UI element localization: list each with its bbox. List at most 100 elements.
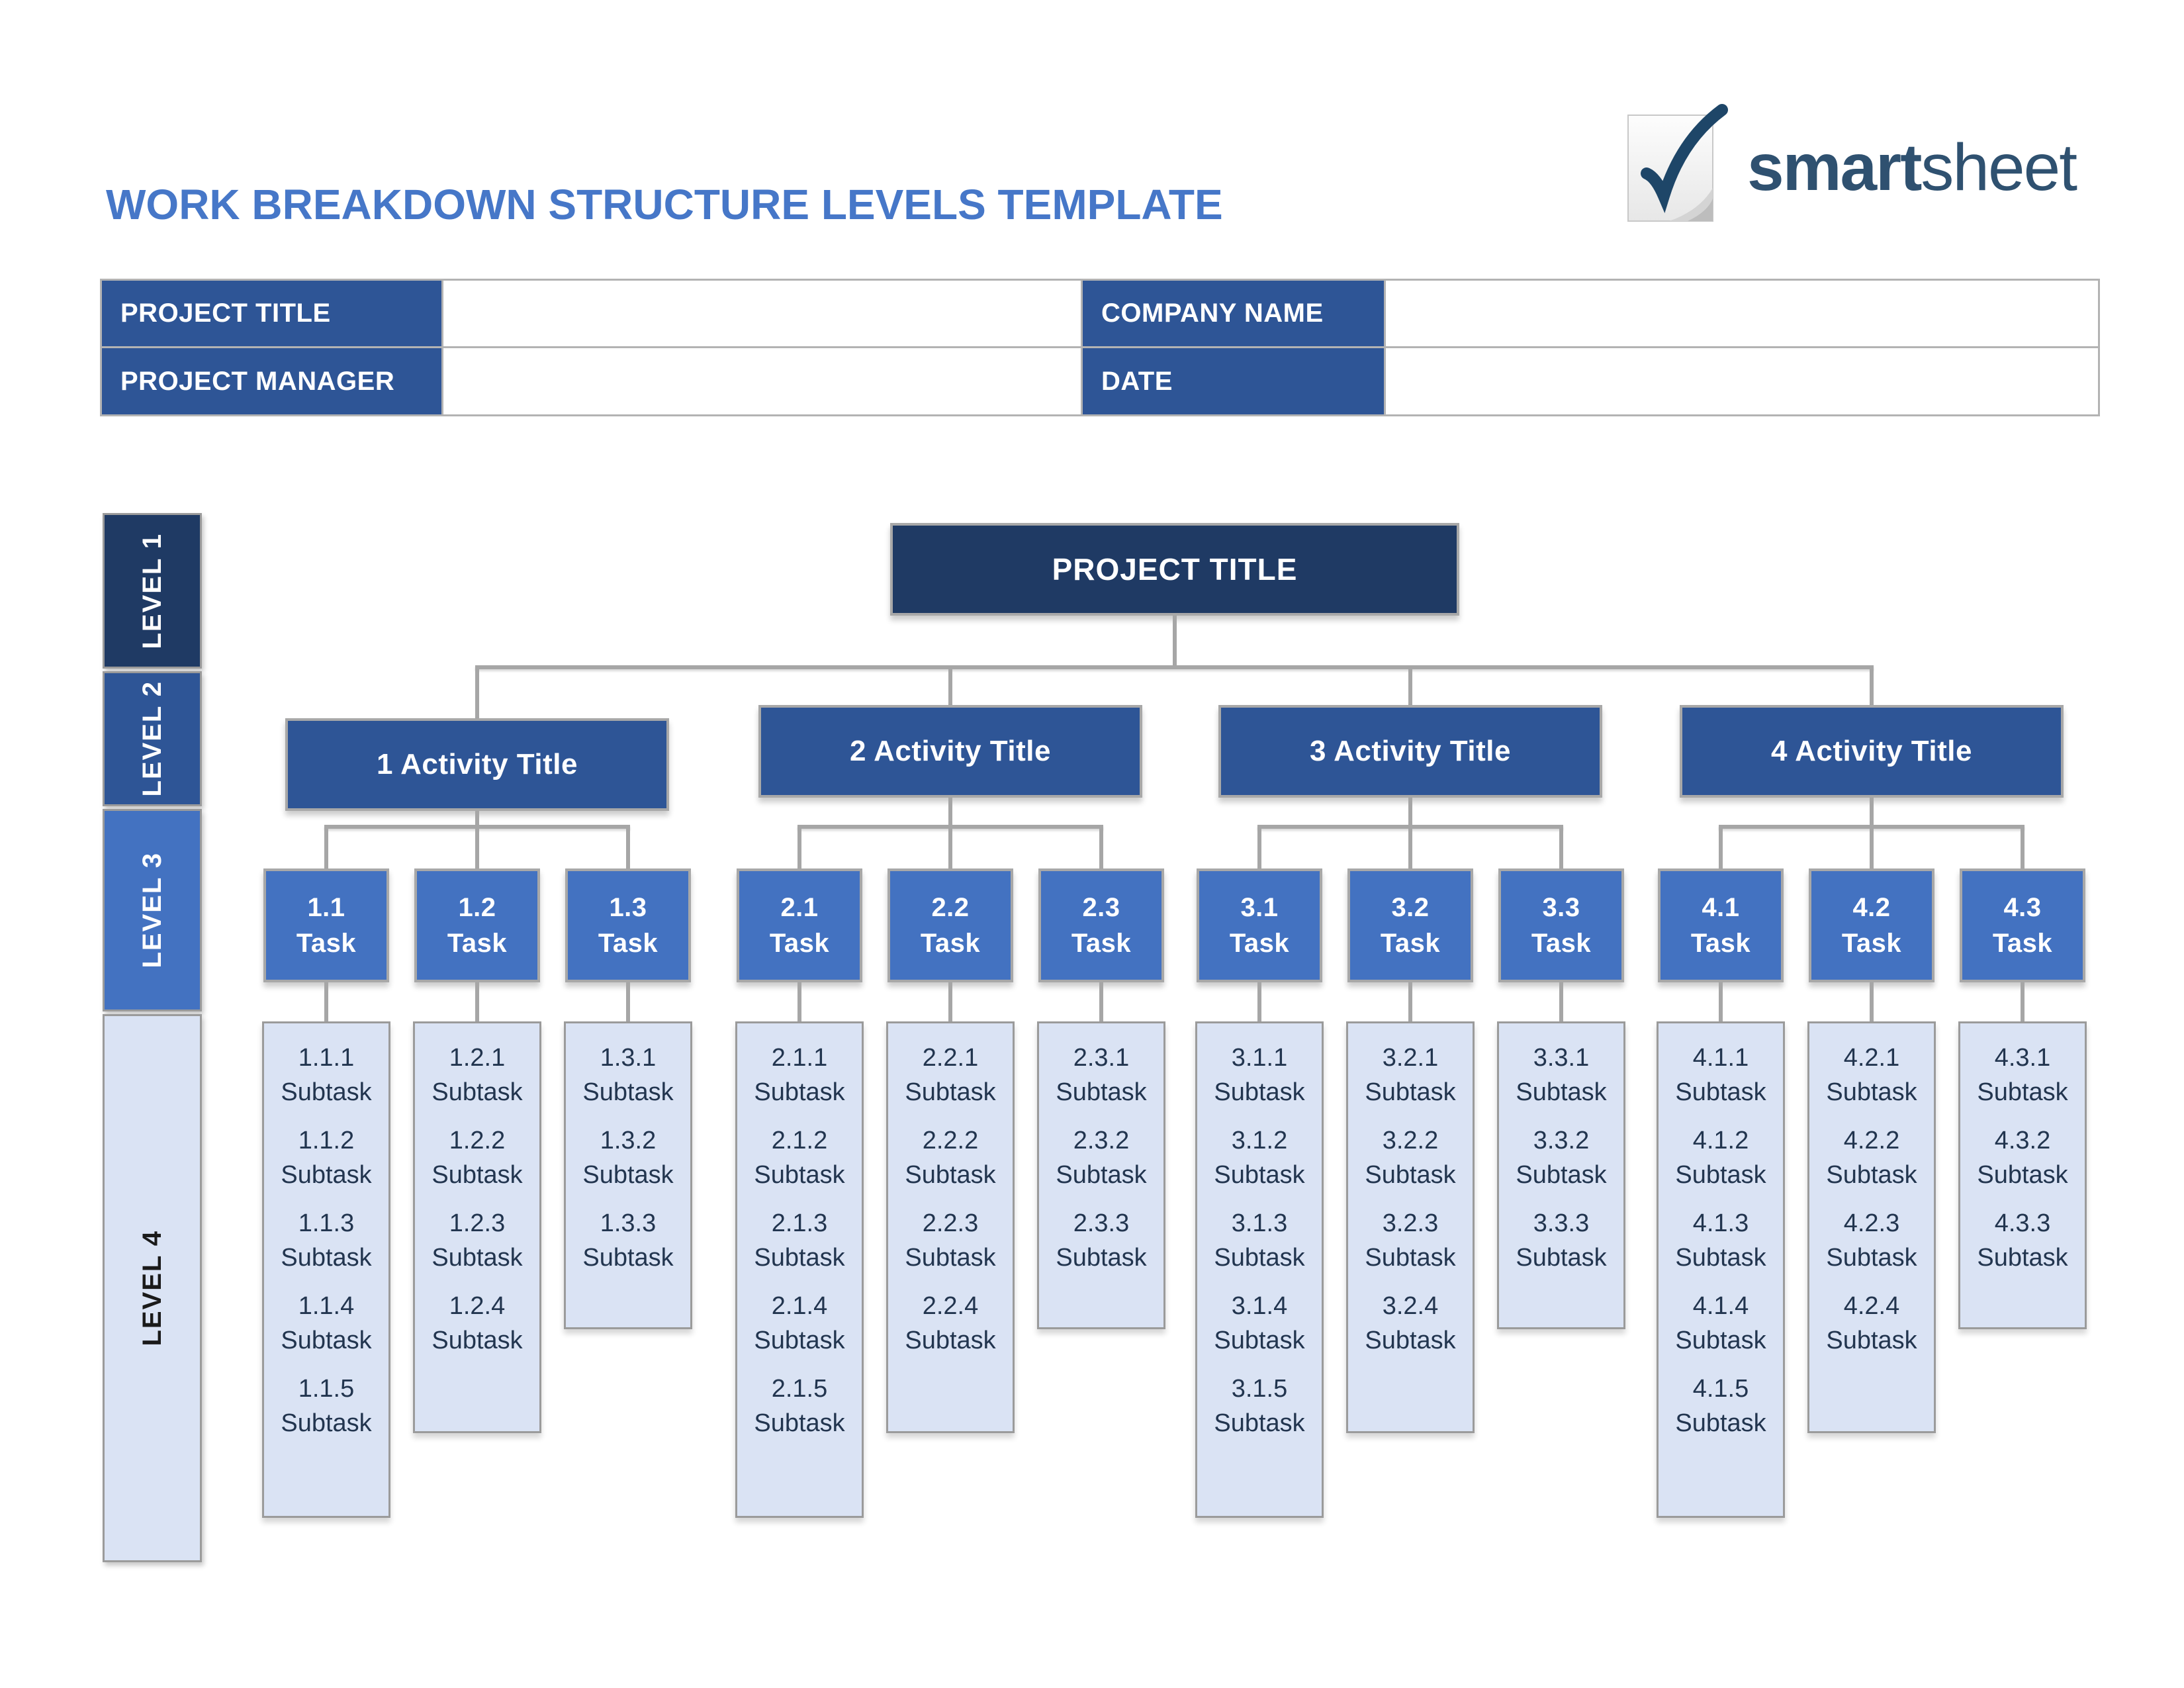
company-name-value-cell[interactable] (1386, 281, 2098, 346)
activity-box-3[interactable]: 3 Activity Title (1218, 705, 1602, 798)
subtask-number: 3.1.3 (1231, 1209, 1288, 1237)
project-title-label-cell: PROJECT TITLE (102, 281, 441, 346)
connector-subtask-stub (1559, 982, 1563, 1021)
task-word: Task (1690, 929, 1751, 958)
subtask-word: Subtask (582, 1244, 674, 1272)
subtask-number: 3.1.1 (1231, 1044, 1288, 1072)
subtask-word: Subtask (1826, 1244, 1917, 1272)
subtask-number: 2.1.1 (771, 1044, 828, 1072)
task-number: 1.2 (458, 893, 496, 922)
subtask-word: Subtask (432, 1327, 523, 1354)
activity-box-4[interactable]: 4 Activity Title (1680, 705, 2064, 798)
subtask-word: Subtask (582, 1161, 674, 1189)
activity-box-1[interactable]: 1 Activity Title (285, 718, 669, 811)
project-title-value-cell[interactable] (443, 281, 1081, 346)
date-value-cell[interactable] (1386, 348, 2098, 414)
subtask-number: 3.2.4 (1382, 1292, 1439, 1320)
task-number: 2.3 (1082, 893, 1120, 922)
subtask-number: 3.1.5 (1231, 1375, 1288, 1403)
connector-subtask-stub (797, 982, 801, 1021)
subtask-word: Subtask (1056, 1078, 1147, 1106)
root-box[interactable]: PROJECT TITLE (890, 523, 1459, 616)
subtask-number: 1.1.1 (298, 1044, 355, 1072)
project-manager-value-cell[interactable] (443, 348, 1081, 414)
subtask-word: Subtask (754, 1409, 845, 1437)
page-title: WORK BREAKDOWN STRUCTURE LEVELS TEMPLATE (106, 181, 1223, 228)
activity-box-2[interactable]: 2 Activity Title (758, 705, 1142, 798)
